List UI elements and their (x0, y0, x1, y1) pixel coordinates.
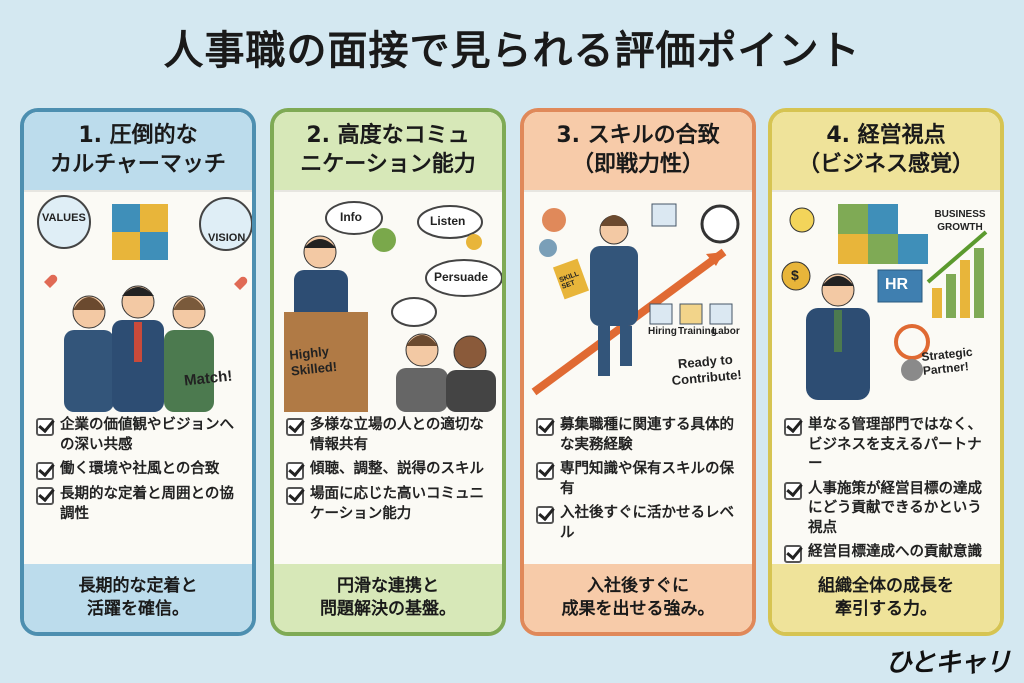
checklist: 募集職種に関連する具体的な実務経験 専門知識や保有スキルの保有 入社後すぐに活か… (524, 410, 752, 572)
list-item: 人事施策が経営目標の達成にどう貢献できるかという視点 (784, 480, 988, 539)
checkbox-icon (784, 418, 802, 436)
list-item: 多様な立場の人との適切な情報共有 (286, 416, 490, 455)
labor-label: Labor (712, 326, 740, 337)
card-footer: 円滑な連携と問題解決の基盤。 (274, 564, 502, 632)
card-title-line2: （ビジネス感覚） (797, 152, 974, 177)
checkbox-icon (536, 418, 554, 436)
communication-illustration: Info Listen Persuade Highly Skilled! (274, 190, 502, 412)
card-footer: 長期的な定着と活躍を確信。 (24, 564, 252, 632)
list-item: 募集職種に関連する具体的な実務経験 (536, 416, 740, 455)
checkbox-icon (536, 462, 554, 481)
skill-match-illustration: Hiring Training Labor Ready to Contribut… (524, 190, 752, 410)
checkbox-icon (784, 481, 802, 500)
persuade-label: Persuade (434, 270, 489, 284)
checkbox-icon (286, 487, 304, 506)
checkbox-icon (36, 418, 54, 436)
card-header: 3. スキルの合致 （即戦力性） (524, 112, 752, 190)
vision-label: VISION (208, 232, 246, 244)
checkbox-icon (36, 487, 54, 506)
business-growth-label: BUSINESS GROWTH (934, 209, 986, 233)
card-title-line1: 1. 圧倒的な (78, 123, 198, 149)
info-label: Info (340, 210, 362, 224)
list-item: 長期的な定着と周囲との協調性 (36, 485, 240, 524)
card-culture-match: 1. 圧倒的な カルチャーマッチ VALUES VISION Match! 企業… (20, 108, 256, 636)
card-communication: 2. 高度なコミュ ニケーション能力 Info Listen Persuade … (270, 108, 506, 636)
speaker-icon (284, 201, 502, 412)
climbing-woman-icon (531, 203, 740, 396)
list-item: 傾聴、調整、説得のスキル (286, 460, 490, 481)
checklist: 企業の価値観やビジョンへの深い共感 働く環境や社風との合致 長期的な定着と周囲と… (24, 410, 252, 572)
card-title-line2: ニケーション能力 (300, 152, 476, 177)
card-footer: 入社後すぐに成果を出せる強み。 (524, 564, 752, 632)
list-item: 場面に応じた高いコミュニケーション能力 (286, 485, 490, 524)
checkbox-icon (36, 462, 54, 481)
strategic-partner-icon (781, 204, 988, 400)
listen-label: Listen (430, 214, 466, 228)
card-title-line2: （即戦力性） (571, 152, 704, 177)
card-title-line1: 3. スキルの合致 (556, 123, 720, 149)
checkbox-icon (286, 462, 304, 481)
card-title-line1: 4. 経営視点 (826, 123, 946, 149)
list-item: 企業の価値観やビジョンへの深い共感 (36, 416, 240, 455)
brand-logo: ひとキャリ (885, 648, 1011, 678)
checkbox-icon (784, 545, 802, 564)
card-business-sense: 4. 経営視点 （ビジネス感覚） BUSINESS GROWTH HR Stra… (768, 108, 1004, 636)
hr-label: HR (885, 276, 909, 293)
business-sense-illustration: BUSINESS GROWTH HR Strategic Partner! $ (772, 190, 1000, 410)
dollar-icon: $ (791, 267, 799, 283)
list-item: 働く環境や社風との合致 (36, 460, 240, 481)
card-title-line2: カルチャーマッチ (50, 152, 226, 177)
training-label: Training (678, 326, 717, 337)
list-item: 専門知識や保有スキルの保有 (536, 460, 740, 499)
card-skill-match: 3. スキルの合致 （即戦力性） Hiring Training Labor R… (520, 108, 756, 636)
checklist: 多様な立場の人との適切な情報共有 傾聴、調整、説得のスキル 場面に応じた高いコミ… (274, 410, 502, 572)
checklist: 単なる管理部門ではなく、ビジネスを支えるパートナー 人事施策が経営目標の達成にど… (772, 410, 1000, 572)
list-item: 入社後すぐに活かせるレベル (536, 504, 740, 543)
card-header: 1. 圧倒的な カルチャーマッチ (24, 112, 252, 190)
culture-match-illustration: VALUES VISION Match! (24, 190, 252, 412)
list-item: 単なる管理部門ではなく、ビジネスを支えるパートナー (784, 416, 988, 475)
card-title-line1: 2. 高度なコミュ (306, 123, 470, 149)
checkbox-icon (286, 418, 304, 436)
card-header: 4. 経営視点 （ビジネス感覚） (772, 112, 1000, 190)
card-header: 2. 高度なコミュ ニケーション能力 (274, 112, 502, 190)
checkbox-icon (536, 506, 554, 525)
list-item: 経営目標達成への貢献意識 (784, 543, 988, 564)
people-puzzle-icon (37, 195, 252, 412)
card-footer: 組織全体の成長を牽引する力。 (772, 564, 1000, 632)
page-title: 人事職の面接で見られる評価ポイント (163, 28, 861, 74)
values-label: VALUES (42, 212, 86, 224)
hiring-label: Hiring (648, 326, 677, 337)
